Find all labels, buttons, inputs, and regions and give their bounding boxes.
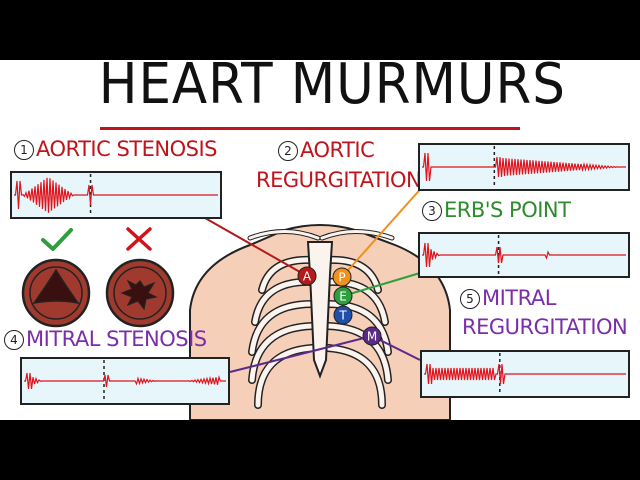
- waveform-trace: [24, 372, 226, 390]
- point-a: A: [297, 266, 317, 286]
- point-letter: P: [338, 271, 345, 285]
- letterbox-bottom: [0, 420, 640, 480]
- stenotic-valve-icon: [105, 258, 175, 328]
- label-text: REGURGITATION: [256, 168, 422, 192]
- point-e: E: [333, 286, 353, 306]
- number-badge: 2: [278, 140, 298, 161]
- point-letter: M: [367, 330, 377, 344]
- waveform-aortic-regurgitation: [418, 143, 630, 191]
- page-title: HEART MURMURS: [98, 60, 566, 117]
- number-badge: 4: [4, 329, 24, 350]
- normal-valve-icon: [21, 258, 91, 328]
- label-text: ERB'S POINT: [444, 198, 571, 222]
- point-letter: E: [339, 290, 347, 304]
- slide-canvas: HEART MURMURS: [0, 60, 640, 420]
- waveform-mitral-regurgitation: [420, 350, 630, 398]
- point-m: M: [362, 326, 382, 346]
- cross-icon: [126, 227, 152, 251]
- label-text: AORTIC: [300, 138, 375, 162]
- connector-lines: [204, 174, 434, 373]
- letterbox-top: [0, 0, 640, 60]
- number-badge: 5: [460, 288, 480, 309]
- label-text: MITRAL STENOSIS: [26, 327, 207, 351]
- title-underline: [100, 127, 520, 130]
- label-text: REGURGITATION: [462, 315, 628, 339]
- waveform-trace: [422, 242, 626, 268]
- point-letter: T: [338, 309, 347, 323]
- label-mitral-regurgitation-line2: REGURGITATION: [462, 315, 628, 339]
- point-p: P: [332, 267, 352, 287]
- point-letter: A: [303, 270, 312, 284]
- waveform-mitral-stenosis: [20, 357, 230, 405]
- number-badge: 3: [422, 200, 442, 221]
- waveform-trace: [422, 152, 626, 182]
- waveform-trace: [14, 177, 218, 213]
- point-t: T: [333, 305, 353, 325]
- auscultation-points: A PET M: [297, 266, 382, 346]
- label-text: MITRAL: [482, 286, 556, 310]
- check-icon: [41, 228, 73, 251]
- label-aortic-regurgitation-line2: REGURGITATION: [256, 168, 422, 192]
- label-text: AORTIC STENOSIS: [36, 137, 217, 161]
- waveform-trace: [424, 363, 626, 385]
- waveform-aortic-stenosis: [10, 171, 222, 219]
- waveform-erbs-point: [418, 232, 630, 278]
- number-badge: 1: [14, 139, 34, 160]
